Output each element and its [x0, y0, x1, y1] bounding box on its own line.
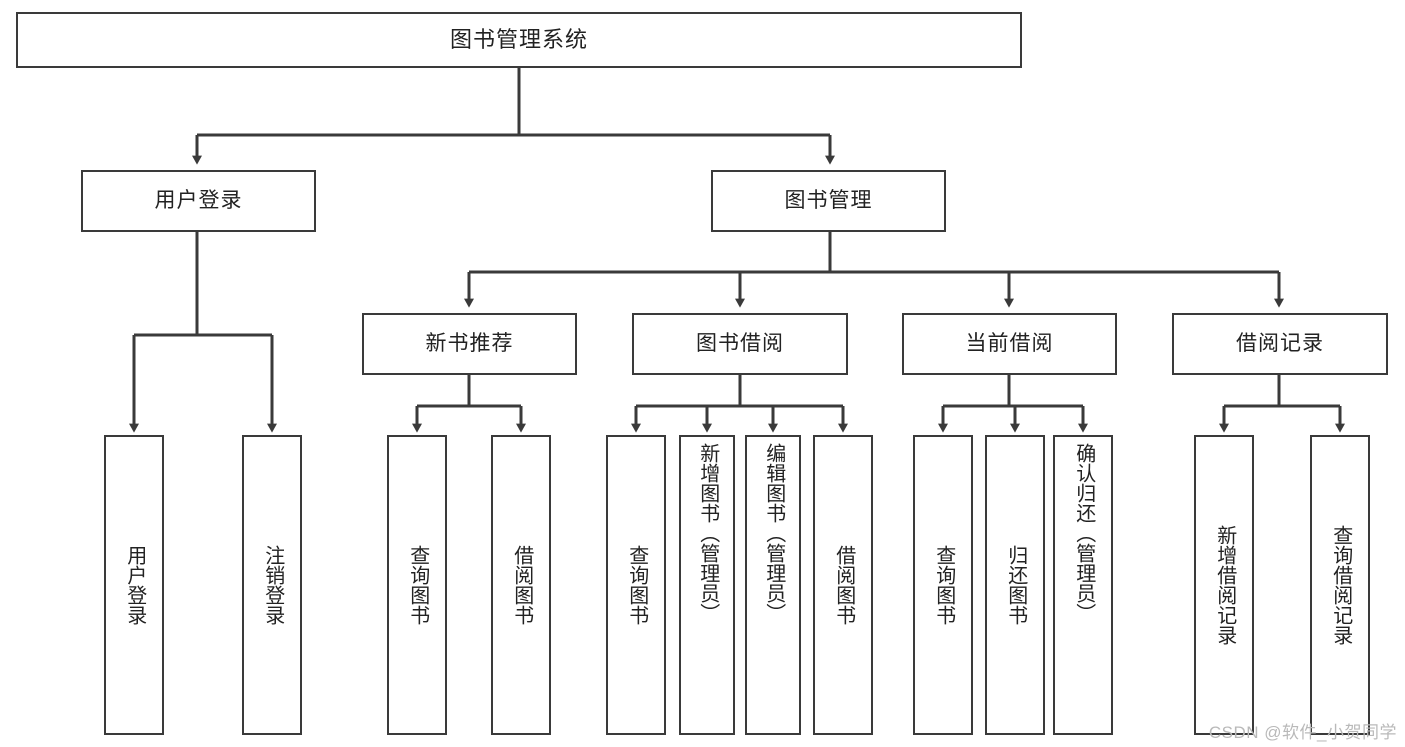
leaf-user-login-signin[interactable]: 用户登录: [104, 435, 164, 735]
node-label: 图书借阅: [696, 332, 784, 356]
node-new-book-recommend[interactable]: 新书推荐: [362, 313, 577, 375]
node-current-borrow[interactable]: 当前借阅: [902, 313, 1117, 375]
node-label: 借阅图书: [510, 545, 533, 625]
node-borrow-record[interactable]: 借阅记录: [1172, 313, 1388, 375]
leaf-new-book-borrow[interactable]: 借阅图书: [491, 435, 551, 735]
node-label: 新增借阅记录: [1213, 525, 1236, 645]
node-label: 查询图书: [625, 545, 648, 625]
node-label: 用户登录: [154, 189, 243, 213]
node-root-system[interactable]: 图书管理系统: [16, 12, 1022, 68]
leaf-borrow-record-add[interactable]: 新增借阅记录: [1194, 435, 1254, 735]
leaf-new-book-query[interactable]: 查询图书: [387, 435, 447, 735]
leaf-current-borrow-query[interactable]: 查询图书: [913, 435, 973, 735]
node-label: 确认归还（管理员）: [1072, 443, 1095, 623]
node-label: 查询借阅记录: [1329, 525, 1352, 645]
leaf-book-borrow-add[interactable]: 新增图书（管理员）: [679, 435, 735, 735]
node-label: 图书管理: [784, 189, 873, 213]
node-book-borrow[interactable]: 图书借阅: [632, 313, 848, 375]
node-label: 新书推荐: [425, 332, 514, 356]
node-label: 查询图书: [932, 545, 955, 625]
node-book-management[interactable]: 图书管理: [711, 170, 946, 232]
node-label: 图书管理系统: [449, 26, 588, 52]
leaf-current-borrow-confirm-return[interactable]: 确认归还（管理员）: [1053, 435, 1113, 735]
leaf-book-borrow-query[interactable]: 查询图书: [606, 435, 666, 735]
leaf-book-borrow-lend[interactable]: 借阅图书: [813, 435, 873, 735]
node-label: 注销登录: [261, 545, 284, 625]
leaf-current-borrow-return[interactable]: 归还图书: [985, 435, 1045, 735]
leaf-book-borrow-edit[interactable]: 编辑图书（管理员）: [745, 435, 801, 735]
node-label: 查询图书: [406, 545, 429, 625]
leaf-borrow-record-query[interactable]: 查询借阅记录: [1310, 435, 1370, 735]
node-user-login[interactable]: 用户登录: [81, 170, 316, 232]
node-label: 新增图书（管理员）: [696, 443, 719, 623]
node-label: 借阅记录: [1236, 332, 1324, 356]
node-label: 编辑图书（管理员）: [762, 443, 785, 623]
node-label: 当前借阅: [965, 332, 1054, 356]
node-label: 用户登录: [123, 545, 146, 625]
node-label: 归还图书: [1004, 545, 1027, 625]
node-label: 借阅图书: [832, 545, 855, 625]
leaf-user-login-signout[interactable]: 注销登录: [242, 435, 302, 735]
